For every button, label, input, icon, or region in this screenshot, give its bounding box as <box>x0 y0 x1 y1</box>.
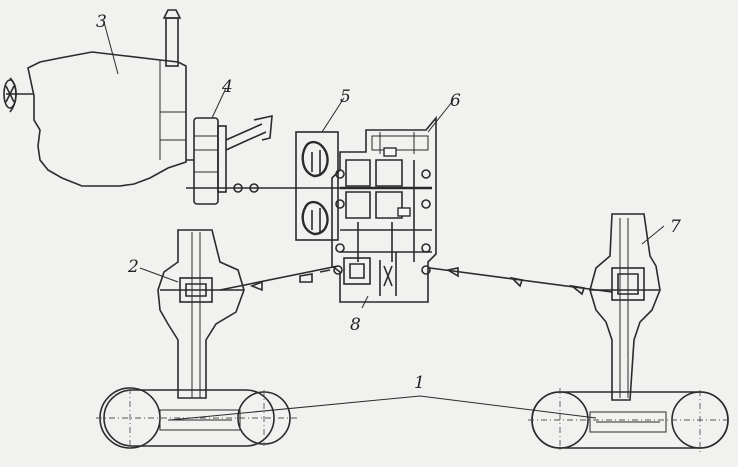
left-drive-shaft <box>219 265 339 292</box>
torque-converter <box>295 131 340 241</box>
callout-5: 5 <box>340 87 351 107</box>
engine <box>3 9 187 187</box>
callout-1: 1 <box>414 373 425 393</box>
right-track-unit <box>528 213 732 452</box>
callout-4: 4 <box>221 77 233 97</box>
leader-lines <box>103 21 665 421</box>
left-track-unit <box>96 229 298 449</box>
center-differential <box>333 252 431 296</box>
gear-unit <box>186 114 296 205</box>
callout-6: 6 <box>450 91 461 111</box>
gearbox <box>331 115 437 303</box>
right-drive-shaft <box>429 267 613 296</box>
callout-2: 2 <box>127 257 139 277</box>
callout-7: 7 <box>670 217 681 237</box>
callout-8: 8 <box>350 315 361 335</box>
callout-3: 3 <box>96 12 107 32</box>
